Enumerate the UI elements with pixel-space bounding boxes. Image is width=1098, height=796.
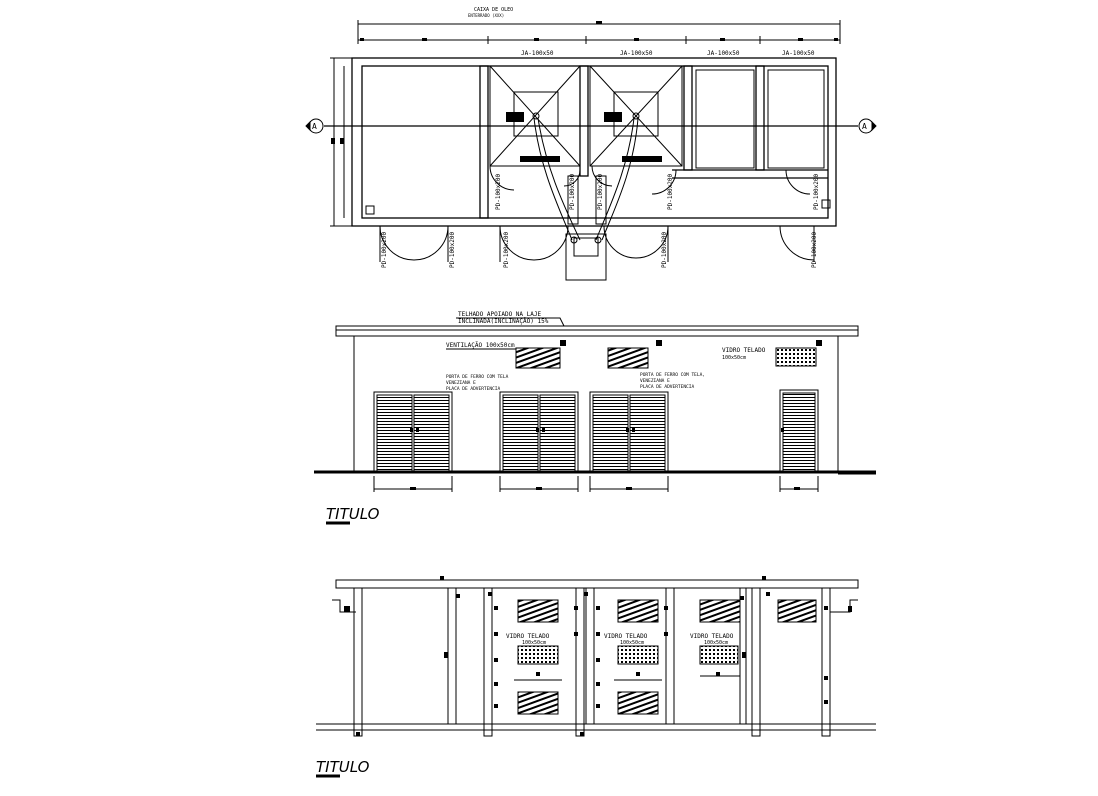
door-tag-outer-1: PD-100x200 bbox=[381, 231, 388, 268]
roof-note-2: INCLINADA(INCLINAÇÃO) 15% bbox=[458, 318, 549, 325]
glass-note-2: 100x50cm bbox=[722, 355, 746, 361]
section-line-a: A A bbox=[305, 118, 877, 134]
section-glass-size-3: 100x50cm bbox=[704, 640, 728, 646]
door-note-right-3: PLACA DE ADVERTENCIA bbox=[640, 384, 694, 390]
section-openings bbox=[514, 599, 817, 715]
section-mark-right: A bbox=[862, 122, 867, 131]
tank-label: CAIXA DE OLEO bbox=[474, 7, 513, 13]
door-note-right-1: PORTA DE FERRO COM TELA, bbox=[640, 372, 705, 378]
louvered-door-3 bbox=[589, 391, 669, 473]
window-tag-4: JA-100x50 bbox=[782, 50, 815, 57]
plan-walls bbox=[351, 57, 837, 227]
section-glass-label-1: VIDRO TELADO bbox=[506, 633, 550, 640]
room-3 bbox=[695, 69, 755, 169]
vent-grille-1 bbox=[515, 347, 561, 369]
glass-note-1: VIDRO TELADO bbox=[722, 347, 766, 354]
section-glass-label-3: VIDRO TELADO bbox=[690, 633, 734, 640]
door-note-left-1: PORTA DE FERRO COM TELA bbox=[446, 374, 509, 380]
louvered-door-4 bbox=[779, 389, 819, 473]
door-tag-outer-4: PD-100x200 bbox=[661, 231, 668, 268]
column-markers bbox=[356, 592, 828, 736]
tank-sublabel: ENTERRADO (XXX) bbox=[468, 13, 504, 18]
window-tag-3: JA-100x50 bbox=[707, 50, 740, 57]
roof-note-1: TELHADO APOIADO NA LAJE bbox=[458, 311, 541, 318]
section-glass-size-1: 100x50cm bbox=[522, 640, 546, 646]
roof-slab bbox=[335, 325, 859, 337]
door-tag-inner-4: PD-100x200 bbox=[667, 173, 674, 210]
section-title: TITULO bbox=[316, 758, 370, 776]
louvered-door-2 bbox=[499, 391, 579, 473]
section-mark-left: A bbox=[312, 122, 317, 131]
door-tag-inner-1: PD-100x200 bbox=[495, 173, 502, 210]
section-roof bbox=[335, 579, 859, 589]
door-tag-outer-2: PD-100x200 bbox=[449, 231, 456, 268]
door-tag-outer-3: PD-100x200 bbox=[503, 231, 510, 268]
door-note-left-2: VENEZIANA E bbox=[446, 380, 476, 386]
section-view: VIDRO TELADO 100x50cm VIDRO TELADO 100x5… bbox=[316, 576, 876, 778]
transformer-cell-1 bbox=[489, 65, 581, 167]
door-tag-outer-5: PD-100x200 bbox=[811, 231, 818, 268]
floor-plan: CAIXA DE OLEO ENTERRADO (XXX) JA-100x50 bbox=[305, 7, 877, 281]
section-glass-size-2: 100x50cm bbox=[620, 640, 644, 646]
door-tag-inner-5: PD-100x200 bbox=[813, 173, 820, 210]
vent-grille-2 bbox=[607, 347, 649, 369]
roof-leader bbox=[456, 317, 565, 327]
door-note-right-2: VENEZIANA E bbox=[640, 378, 670, 384]
room-4 bbox=[767, 69, 825, 169]
door-tag-inner-3: PD-100x200 bbox=[597, 173, 604, 210]
vertical-dimension bbox=[330, 57, 352, 227]
ventilation-note: VENTILAÇÃO 100x50cm bbox=[446, 342, 515, 349]
louvered-door-1 bbox=[373, 391, 453, 473]
elevation-title: TITULO bbox=[326, 505, 380, 523]
partial-dimensions bbox=[358, 36, 840, 44]
window-tag-1: JA-100x50 bbox=[521, 50, 554, 57]
glass-block bbox=[775, 347, 817, 367]
front-elevation: TELHADO APOIADO NA LAJE INCLINADA(INCLIN… bbox=[314, 311, 876, 525]
window-tag-2: JA-100x50 bbox=[620, 50, 653, 57]
section-glass-label-2: VIDRO TELADO bbox=[604, 633, 648, 640]
transformer-cell-2 bbox=[589, 65, 683, 167]
door-swings bbox=[365, 165, 831, 262]
door-dimensions bbox=[373, 476, 819, 492]
cable-routes bbox=[533, 117, 639, 281]
door-tag-inner-2: PD-100x200 bbox=[569, 173, 576, 210]
door-note-left-3: PLACA DE ADVERTENCIA bbox=[446, 386, 500, 392]
